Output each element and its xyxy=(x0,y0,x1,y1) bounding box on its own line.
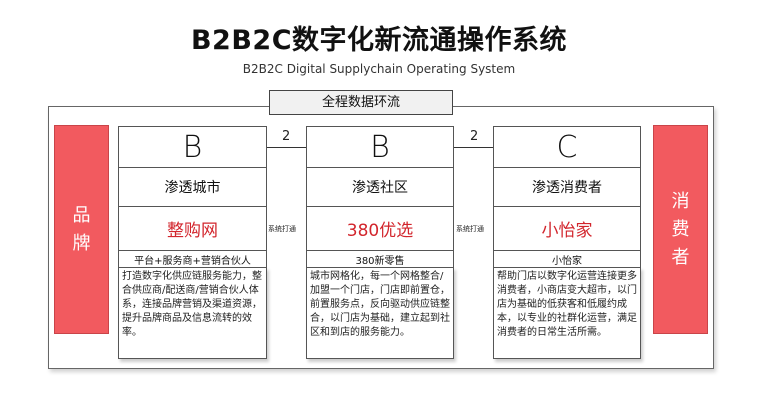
data-loop-label: 全程数据环流 xyxy=(269,90,453,115)
connector-2-label: 系统打通 xyxy=(456,225,484,233)
consumer-side-panel: 消 费 者 xyxy=(653,125,708,334)
column-3-letter: C xyxy=(493,126,641,168)
column-1-brand: 整购网 xyxy=(118,206,267,251)
brand-side-char-2: 牌 xyxy=(72,232,91,254)
column-3-tag: 小怡家 xyxy=(493,250,641,268)
consumer-side-char-2: 费 xyxy=(671,218,690,240)
connector-2-top-line xyxy=(454,147,493,148)
brand-side-panel: 品 牌 xyxy=(54,125,109,334)
connector-2-number: 2 xyxy=(470,129,479,144)
consumer-side-char-1: 消 xyxy=(671,190,690,212)
brand-side-char-1: 品 xyxy=(72,204,91,226)
column-2-brand: 380优选 xyxy=(306,206,454,251)
column-1-label: 渗透城市 xyxy=(118,167,267,207)
column-1-tag: 平台+服务商+营销合伙人 xyxy=(118,250,267,268)
column-3-label: 渗透消费者 xyxy=(493,167,641,207)
page-title: B2B2C数字化新流通操作系统 xyxy=(190,25,568,56)
column-2-label: 渗透社区 xyxy=(306,167,454,207)
column-2-description: 城市网格化，每一个网格整合/加盟一个门店，门店即前置仓，前置服务点，反向驱动供应… xyxy=(306,267,454,359)
connector-1-label: 系统打通 xyxy=(268,225,296,233)
column-3-brand: 小怡家 xyxy=(493,206,641,251)
column-2-letter: B xyxy=(306,126,454,168)
column-2-tag: 380新零售 xyxy=(306,250,454,268)
column-1-letter: B xyxy=(118,126,267,168)
page-subtitle: B2B2C Digital Supplychain Operating Syst… xyxy=(242,62,516,76)
consumer-side-char-3: 者 xyxy=(671,246,690,268)
column-3-description: 帮助门店以数字化运营连接更多消费者，小商店变大超市，以门店为基础的低获客和低履约… xyxy=(493,267,641,359)
column-1-description: 打造数字化供应链服务能力，整合供应商/配送商/营销合伙人体系，连接品牌营销及渠道… xyxy=(118,267,267,359)
connector-1-number: 2 xyxy=(282,129,291,144)
connector-1-top-line xyxy=(267,147,306,148)
